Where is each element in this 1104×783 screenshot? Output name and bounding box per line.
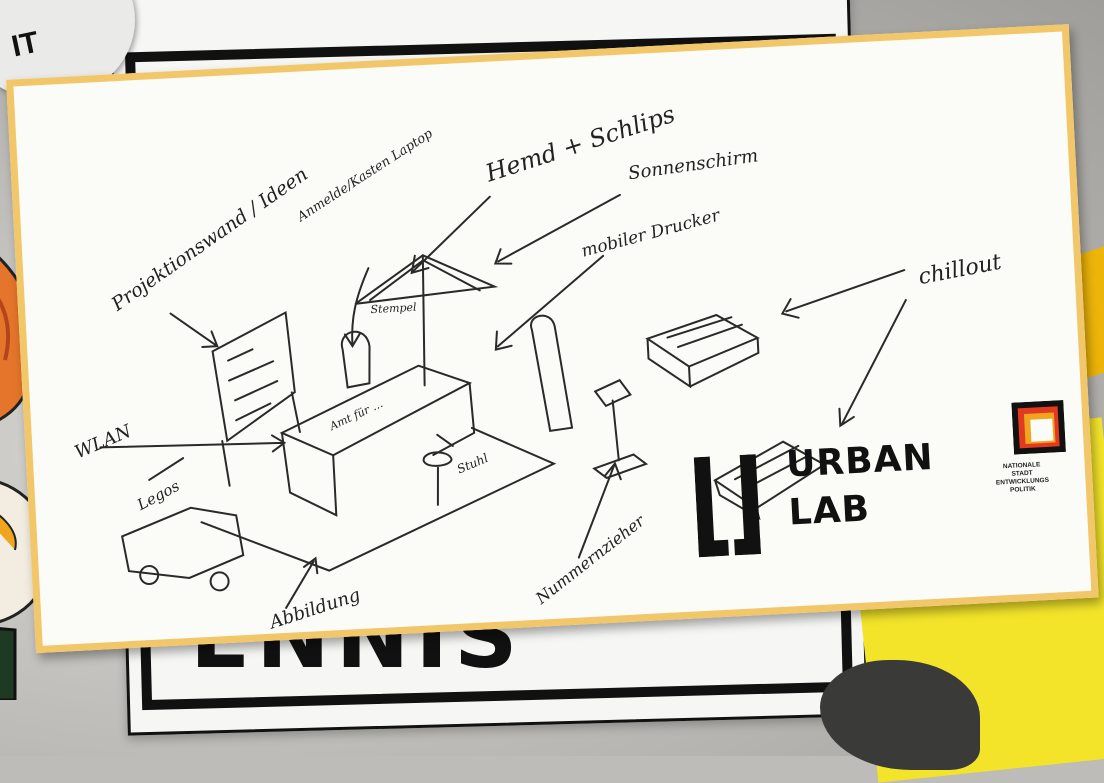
partner-logo: NATIONALE STADT ENTWICKLUNGS POLITIK — [963, 399, 1079, 525]
urban-lab-logo: URBAN LAB NATIONALE STADT ENTWICKLUNGS P… — [693, 430, 1079, 580]
logo-word-lab: LAB — [788, 488, 871, 533]
label-stool: Stuhl — [455, 451, 490, 477]
label-stamp: Stempel — [370, 301, 417, 316]
label-number-puller: Nummernzieher — [531, 510, 649, 608]
projection-wall — [211, 312, 297, 441]
lego-sketch — [121, 505, 244, 581]
partner-squares-icon — [1011, 400, 1066, 455]
label-lego: Legos — [133, 477, 182, 515]
logo-word-urban: URBAN — [785, 437, 934, 486]
label-wlan: WLAN — [72, 420, 136, 463]
partner-text: NATIONALE STADT ENTWICKLUNGS POLITIK — [967, 459, 1079, 497]
label-mobile-printer: mobiler Drucker — [579, 205, 723, 261]
floor-outline — [197, 424, 559, 577]
stool-sketch — [423, 452, 454, 506]
chillout-block-1 — [646, 313, 760, 389]
pillar-sketch — [530, 314, 572, 431]
number-puller — [590, 379, 647, 479]
label-chillout: chillout — [916, 250, 1003, 291]
label-projection: Projektionswand / Ideen — [107, 163, 312, 316]
sketch-card: Projektionswand / Ideen WLAN Legos Anmel… — [6, 24, 1099, 653]
badge-text: IT — [9, 26, 42, 65]
label-laptop: Anmelde/Kasten Laptop — [294, 126, 436, 226]
label-sunshade: Sonnenschirm — [627, 145, 760, 184]
urban-lab-mark-icon — [694, 454, 769, 558]
label-floor: Abbildung — [265, 584, 363, 634]
label-desk: Amt für … — [327, 397, 385, 433]
